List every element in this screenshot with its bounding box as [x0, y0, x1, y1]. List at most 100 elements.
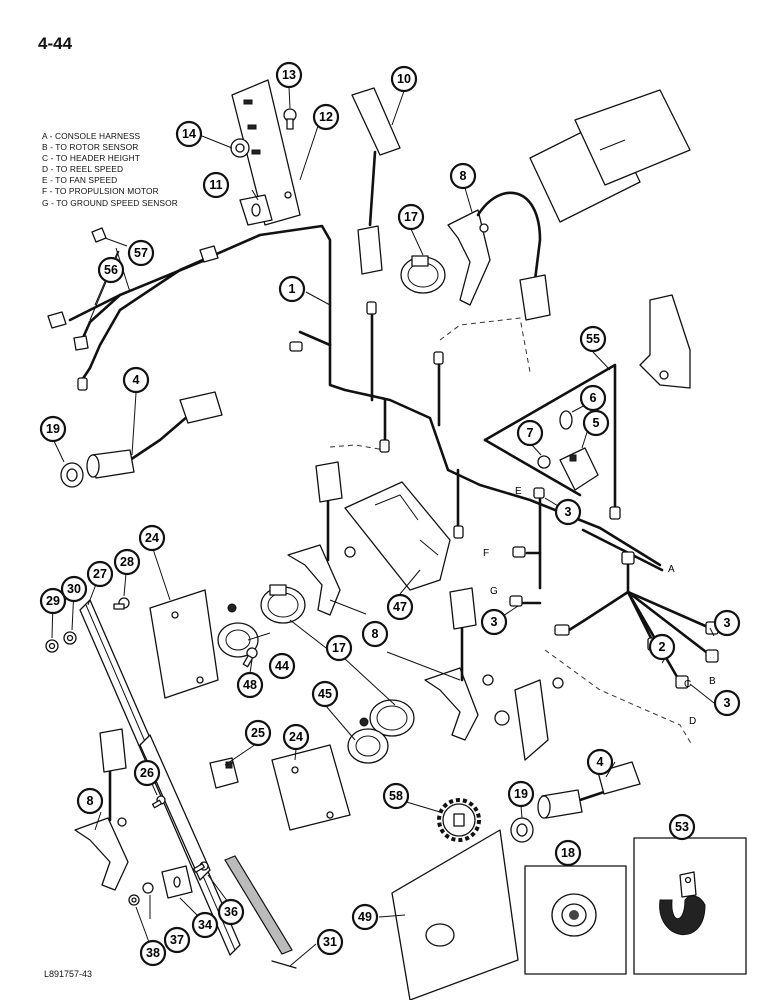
legend: A - CONSOLE HARNESS B - TO ROTOR SENSOR …: [42, 131, 178, 209]
svg-text:57: 57: [134, 246, 148, 260]
svg-text:2: 2: [659, 640, 666, 654]
wire-label-a: A: [668, 564, 675, 575]
callout-19-a: 19: [39, 415, 67, 443]
callout-13: 13: [275, 61, 303, 89]
svg-text:14: 14: [182, 127, 196, 141]
angle-bracket: [639, 294, 691, 389]
svg-text:47: 47: [393, 600, 407, 614]
callout-10: 10: [390, 65, 418, 93]
pin-31: [271, 960, 297, 969]
nut-37: [142, 882, 154, 894]
callout-24-a: 24: [138, 524, 166, 552]
callout-24-b: 24: [282, 723, 310, 751]
svg-text:3: 3: [724, 616, 731, 630]
wire-label-d: D: [689, 716, 696, 727]
svg-text:37: 37: [170, 933, 184, 947]
callout-38: 38: [139, 939, 167, 967]
lamp-6: [559, 410, 573, 430]
plate-24-lower: [271, 744, 351, 831]
screw-13: [283, 108, 297, 130]
svg-text:4: 4: [597, 755, 604, 769]
svg-text:53: 53: [675, 820, 689, 834]
clamp-8-lower-left: [74, 728, 129, 891]
legend-item-f: F - TO PROPULSION MOTOR: [42, 186, 159, 197]
callout-27: 27: [86, 560, 114, 588]
svg-text:12: 12: [319, 110, 333, 124]
legend-item-c: C - TO HEADER HEIGHT: [42, 153, 141, 164]
svg-text:38: 38: [146, 946, 160, 960]
connector-10: [351, 87, 401, 275]
nut-38: [128, 894, 140, 906]
mount-bracket: [494, 677, 564, 761]
plate-34: [161, 865, 193, 899]
screw-36: [193, 861, 209, 873]
legend-item-a: A - CONSOLE HARNESS: [42, 131, 141, 141]
cover-top-right: [529, 89, 691, 223]
cap-7: [537, 455, 551, 469]
callout-47: 47: [386, 593, 414, 621]
callout-53: 53: [668, 813, 696, 841]
callout-45: 45: [311, 680, 339, 708]
callout-4-a: 4: [122, 366, 150, 394]
sprocket-58: [437, 798, 481, 842]
wire-letter-labels: A B C D E F G: [483, 486, 716, 727]
callout-36: 36: [217, 898, 245, 926]
svg-text:29: 29: [46, 594, 60, 608]
svg-text:8: 8: [460, 169, 467, 183]
legend-item-b: B - TO ROTOR SENSOR: [42, 142, 139, 153]
callout-3-c: 3: [713, 609, 741, 637]
svg-text:19: 19: [514, 787, 528, 801]
svg-text:34: 34: [198, 918, 212, 932]
wire-label-f: F: [483, 548, 489, 559]
plate-24-upper: [149, 589, 219, 699]
callout-2: 2: [648, 633, 676, 661]
sensor-4-left: [60, 391, 223, 488]
clamp-17-lower: [369, 699, 415, 737]
callout-8-a: 8: [449, 162, 477, 190]
screw-48: [242, 647, 258, 668]
callout-3-a: 3: [554, 498, 582, 526]
svg-text:7: 7: [527, 426, 534, 440]
wire-label-g: G: [490, 586, 498, 597]
svg-text:26: 26: [140, 766, 154, 780]
callout-57: 57: [127, 239, 155, 267]
nut-29: [45, 639, 59, 653]
svg-text:8: 8: [87, 794, 94, 808]
page-number: 4-44: [38, 34, 73, 53]
callout-49: 49: [351, 903, 379, 931]
callout-29: 29: [39, 587, 67, 615]
svg-text:28: 28: [120, 555, 134, 569]
figure-code: L891757-43: [44, 969, 93, 979]
wire-label-e: E: [515, 486, 522, 497]
screw-26: [151, 795, 166, 809]
wire-label-c: C: [684, 679, 691, 690]
screw-28: [113, 597, 130, 610]
callout-31: 31: [316, 928, 344, 956]
svg-text:6: 6: [590, 391, 597, 405]
legend-item-g: G - TO GROUND SPEED SENSOR: [42, 197, 178, 208]
svg-text:17: 17: [404, 210, 418, 224]
svg-text:31: 31: [323, 935, 337, 949]
svg-text:48: 48: [243, 678, 257, 692]
svg-text:58: 58: [389, 789, 403, 803]
clamp-8-middle: [287, 461, 356, 616]
svg-text:4: 4: [133, 373, 140, 387]
bracket-47: [344, 481, 451, 591]
plate-11: [239, 194, 273, 226]
legend-item-d: D - TO REEL SPEED: [42, 164, 124, 175]
svg-text:3: 3: [491, 615, 498, 629]
callout-7: 7: [516, 419, 544, 447]
svg-text:30: 30: [67, 582, 81, 596]
svg-text:44: 44: [275, 659, 289, 673]
callout-14: 14: [175, 120, 203, 148]
relay-5: [559, 447, 599, 491]
svg-text:5: 5: [593, 416, 600, 430]
callout-55: 55: [579, 325, 607, 353]
callout-4-b: 4: [586, 748, 614, 776]
wire-label-b: B: [709, 676, 716, 687]
callout-12: 12: [312, 103, 340, 131]
svg-text:17: 17: [332, 641, 346, 655]
callout-26: 26: [133, 759, 161, 787]
callout-17-a: 17: [397, 203, 425, 231]
plate-49: [391, 829, 519, 1000]
